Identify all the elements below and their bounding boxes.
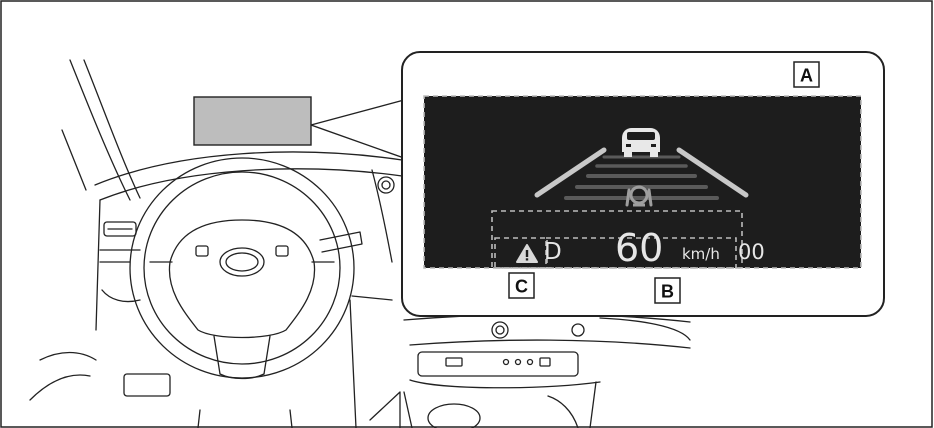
- gear-position: D: [544, 239, 562, 265]
- vehicle-speed: 60: [615, 226, 663, 270]
- extra-indicator: 00: [738, 240, 765, 264]
- callout-b-label: B: [661, 282, 674, 302]
- lane-guidance: [534, 147, 749, 200]
- area-c-outline: [494, 237, 548, 269]
- area-b-inner-outline: [545, 237, 737, 269]
- hud-display: [424, 96, 861, 268]
- area-b-outline: [491, 210, 743, 269]
- hud-projection-area: [193, 96, 312, 146]
- callout-leader: [310, 99, 405, 159]
- callout-c-box: [508, 272, 535, 299]
- dashboard-illustration: [29, 59, 691, 428]
- callout-c-label: C: [515, 277, 528, 297]
- preceding-vehicle-icon: [622, 128, 660, 157]
- area-a-outline: [423, 95, 862, 269]
- callout-a-box: [793, 61, 820, 88]
- warning-icon: [516, 244, 538, 263]
- speed-unit: km/h: [682, 245, 720, 263]
- callout-a-label: A: [800, 66, 813, 86]
- callout-b-box: [654, 277, 681, 304]
- steering-assist-icon: [625, 185, 653, 207]
